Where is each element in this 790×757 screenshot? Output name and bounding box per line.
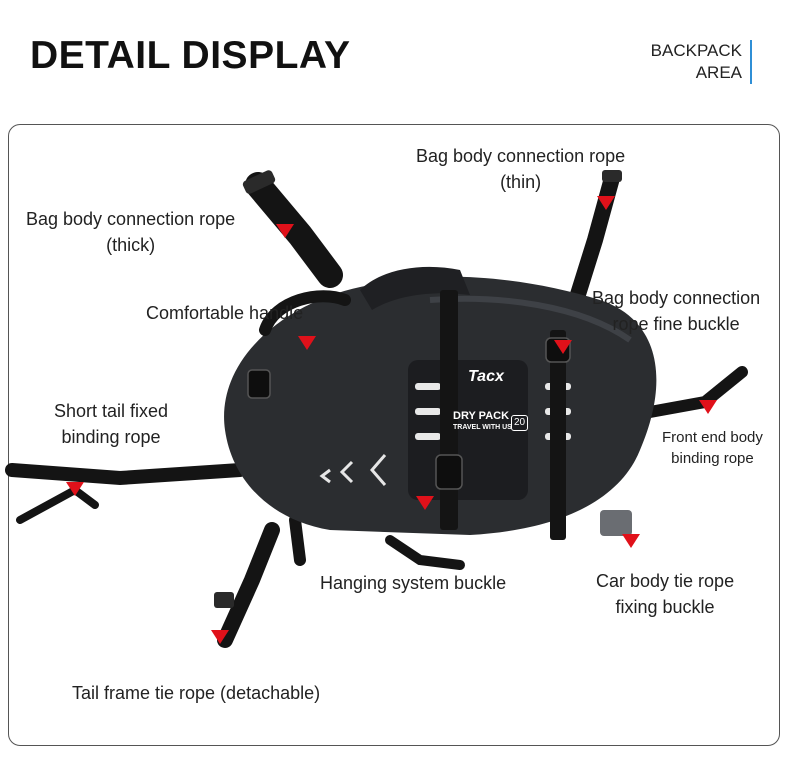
page-title: DETAIL DISPLAY xyxy=(30,34,351,77)
label-car-body-line2: fixing buckle xyxy=(615,597,715,617)
short-tail-buckle-icon xyxy=(247,369,271,399)
hanging-buckle-icon xyxy=(435,454,463,490)
label-thin-rope-line1: Bag body connection rope xyxy=(416,146,626,166)
label-fine-buckle: Bag body connection rope fine buckle xyxy=(592,285,760,337)
thick-rope-strap xyxy=(245,172,343,288)
marker-front-end-icon xyxy=(699,400,717,414)
section-label: BACKPACK AREA xyxy=(651,40,752,84)
marker-thin-rope-icon xyxy=(597,196,615,210)
label-short-tail-line2: binding rope xyxy=(61,427,161,447)
car-body-buckle-icon xyxy=(600,510,632,536)
tail-frame-end-icon xyxy=(214,592,234,608)
label-fine-buckle-line2: rope fine buckle xyxy=(612,314,740,334)
thin-rope-end-icon xyxy=(602,170,622,182)
brand-logo: Tacx xyxy=(468,368,504,385)
section-label-line2: AREA xyxy=(695,63,742,82)
label-tail-frame-line1: Tail frame tie rope (detachable) xyxy=(72,683,321,703)
handle-icon xyxy=(259,290,351,336)
label-thick-rope-line1: Bag body connection rope xyxy=(26,209,236,229)
marker-short-tail-icon xyxy=(66,482,84,496)
marker-fine-buckle-icon xyxy=(554,340,572,354)
label-thin-rope-line2: (thin) xyxy=(500,172,542,192)
label-front-end-line2: binding rope xyxy=(671,450,754,467)
marker-car-body-icon xyxy=(622,534,640,548)
label-thick-rope-line2: (thick) xyxy=(106,235,156,255)
label-car-body: Car body tie rope fixing buckle xyxy=(596,568,734,620)
tail-frame-strap xyxy=(217,522,280,648)
label-tail-frame: Tail frame tie rope (detachable) xyxy=(72,680,320,706)
product-name: DRY PACK xyxy=(453,410,510,422)
short-tail-strap xyxy=(5,463,247,486)
chevron-icons xyxy=(319,454,387,486)
hanging-strap xyxy=(385,535,465,570)
label-fine-buckle-line1: Bag body connection xyxy=(592,288,761,308)
section-label-line1: BACKPACK xyxy=(650,41,742,60)
front-end-strap xyxy=(644,366,748,418)
label-handle-line1: Comfortable handle xyxy=(146,303,304,323)
label-short-tail: Short tail fixed binding rope xyxy=(54,398,168,450)
marker-thick-rope-icon xyxy=(276,224,294,238)
strap-group xyxy=(5,170,748,648)
label-handle: Comfortable handle xyxy=(146,300,303,326)
label-thick-rope: Bag body connection rope (thick) xyxy=(26,206,235,258)
left-lower-strap xyxy=(289,514,306,566)
label-front-end: Front end body binding rope xyxy=(662,427,763,469)
label-thin-rope: Bag body connection rope (thin) xyxy=(416,143,625,195)
label-short-tail-line1: Short tail fixed xyxy=(54,401,169,421)
label-car-body-line1: Car body tie rope xyxy=(596,571,735,591)
label-hanging: Hanging system buckle xyxy=(320,570,506,596)
product-tagline: TRAVEL WITH US xyxy=(453,424,512,431)
bag-rolltop xyxy=(360,266,470,310)
marker-tail-frame-icon xyxy=(211,630,229,644)
thick-rope-end-icon xyxy=(242,170,276,194)
marker-handle-icon xyxy=(298,336,316,350)
marker-hanging-icon xyxy=(416,496,434,510)
label-front-end-line1: Front end body xyxy=(662,429,763,446)
label-hanging-line1: Hanging system buckle xyxy=(320,573,507,593)
capacity-badge: 20 xyxy=(511,415,529,431)
